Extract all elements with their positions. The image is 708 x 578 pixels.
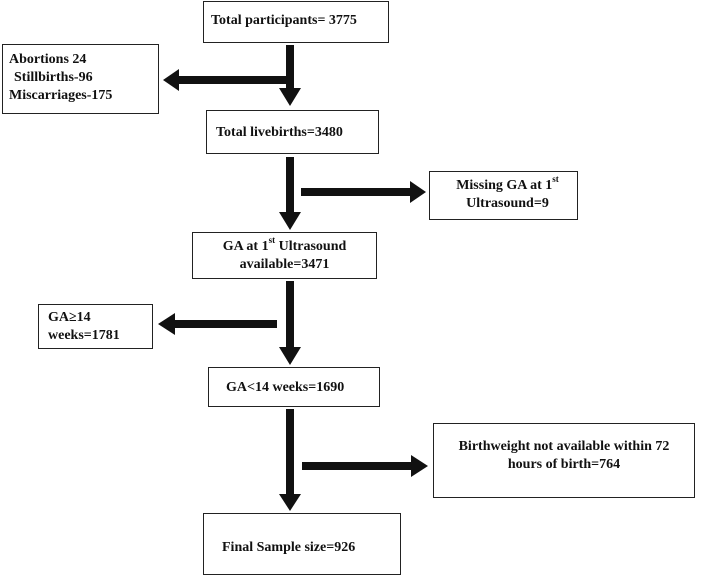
ga-available-text-b: Ultrasound	[275, 239, 347, 254]
exclusions-box: Abortions 24 Stillbirths-96 Miscarriages…	[2, 44, 159, 114]
birthweight-na-line2: hours of birth=764	[507, 457, 621, 472]
total-participants-label: Total participants= 3775	[211, 13, 357, 28]
ga-available-sup: st	[268, 235, 276, 246]
ga-ge14-line2: weeks=1781	[48, 328, 120, 343]
arrow-to-missing-ga	[301, 181, 426, 203]
total-participants-box: Total participants= 3775	[203, 1, 389, 43]
ga-available-line1: GA at 1st Ultrasound	[193, 235, 376, 256]
ga-ge14-box: GA≥14 weeks=1781	[38, 304, 153, 349]
missing-ga-box: Missing GA at 1st Ultrasound=9	[429, 171, 578, 220]
birthweight-na-line1: Birthweight not available within 72	[458, 439, 670, 454]
miscarriages-label: Miscarriages-175	[9, 88, 113, 103]
missing-ga-sup: st	[552, 174, 559, 185]
missing-ga-line1: Missing GA at 1st	[438, 174, 577, 195]
final-sample-label: Final Sample size=926	[222, 540, 356, 555]
final-sample-box: Final Sample size=926	[203, 513, 401, 575]
arrow-to-ga-ge14	[158, 313, 277, 335]
arrow-livebirths-to-ga-available	[279, 157, 301, 230]
total-livebirths-label: Total livebirths=3480	[216, 125, 343, 140]
arrow-ga-available-to-lt14	[279, 281, 301, 365]
ga-ge14-line1: GA≥14	[48, 310, 91, 325]
ga-available-box: GA at 1st Ultrasound available=3471	[192, 232, 377, 279]
missing-ga-text: Missing GA at 1	[456, 178, 553, 193]
ga-available-line2: available=3471	[239, 257, 330, 272]
arrow-total-to-livebirths	[279, 45, 301, 106]
ga-lt14-label: GA<14 weeks=1690	[226, 380, 345, 395]
ga-lt14-box: GA<14 weeks=1690	[208, 367, 380, 407]
arrow-to-exclusions	[163, 69, 286, 91]
total-livebirths-box: Total livebirths=3480	[206, 110, 379, 154]
missing-ga-line2: Ultrasound=9	[466, 196, 549, 211]
ga-available-text-a: GA at 1	[222, 239, 269, 254]
arrow-lt14-to-final	[279, 409, 301, 511]
arrow-to-birthweight-na	[302, 455, 428, 477]
birthweight-na-box: Birthweight not available within 72 hour…	[433, 423, 695, 498]
stillbirths-label: Stillbirths-96	[14, 70, 93, 85]
abortions-label: Abortions 24	[9, 52, 87, 67]
